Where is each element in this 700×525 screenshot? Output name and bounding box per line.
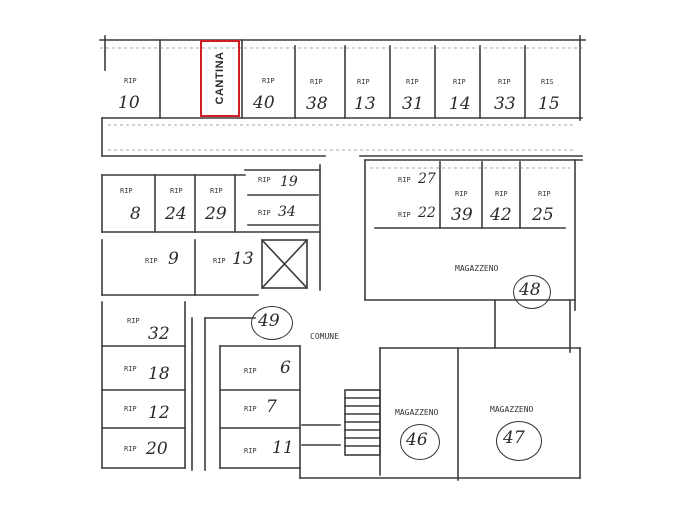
room-33-rip: RIP bbox=[498, 78, 511, 86]
room-27-number: 27 bbox=[418, 171, 436, 187]
room-48-number: 48 bbox=[519, 280, 541, 300]
room-29-number: 29 bbox=[205, 204, 227, 224]
room-22-rip: RIP bbox=[398, 211, 411, 219]
room-19-rip: RIP bbox=[258, 176, 271, 184]
room-20-number: 20 bbox=[146, 439, 168, 459]
comune-label: COMUNE bbox=[310, 332, 339, 341]
room-13a-rip: RIP bbox=[357, 78, 370, 86]
room-46-number: 46 bbox=[406, 430, 428, 450]
room-42-rip: RIP bbox=[495, 190, 508, 198]
room-40-number: 40 bbox=[253, 93, 275, 113]
room-24-number: 24 bbox=[165, 204, 187, 224]
room-7-rip: RIP bbox=[244, 405, 257, 413]
room-33-number: 33 bbox=[494, 94, 516, 114]
room-46-circle bbox=[400, 424, 440, 460]
room-14-number: 14 bbox=[449, 94, 471, 114]
room-14-rip: RIP bbox=[453, 78, 466, 86]
room-24-rip: RIP bbox=[170, 187, 183, 195]
room-25-number: 25 bbox=[532, 205, 554, 225]
room-32-number: 32 bbox=[148, 324, 170, 344]
room-13b-rip: RIP bbox=[213, 257, 226, 265]
room-42-number: 42 bbox=[490, 205, 512, 225]
room-8-number: 8 bbox=[130, 204, 141, 224]
room-49-number: 49 bbox=[258, 311, 280, 331]
room-6-number: 6 bbox=[280, 358, 291, 378]
magazzeno-48-label: MAGAZZENO bbox=[455, 264, 499, 273]
room-9-rip: RIP bbox=[145, 257, 158, 265]
room-31-rip: RIP bbox=[406, 78, 419, 86]
room-47-number: 47 bbox=[503, 428, 525, 448]
room-8-rip: RIP bbox=[120, 187, 133, 195]
room-32-rip: RIP bbox=[127, 317, 140, 325]
room-9-number: 9 bbox=[168, 249, 179, 269]
room-40-rip: RIP bbox=[262, 77, 275, 85]
room-25-rip: RIP bbox=[538, 190, 551, 198]
room-7-number: 7 bbox=[266, 397, 277, 417]
room-15-rip: RIS bbox=[541, 78, 554, 86]
room-19-number: 19 bbox=[280, 174, 298, 190]
room-48-circle bbox=[513, 275, 551, 309]
room-12-rip: RIP bbox=[124, 405, 137, 413]
room-10-number: 10 bbox=[118, 93, 140, 113]
room-38-number: 38 bbox=[306, 94, 328, 114]
room-11-number: 11 bbox=[272, 438, 294, 458]
room-38-rip: RIP bbox=[310, 78, 323, 86]
room-34-number: 34 bbox=[278, 204, 296, 220]
room-34-rip: RIP bbox=[258, 209, 271, 217]
room-31-number: 31 bbox=[402, 94, 424, 114]
magazzeno-46-label: MAGAZZENO bbox=[395, 408, 439, 417]
room-15-number: 15 bbox=[538, 94, 560, 114]
cantina-label: CANTINA bbox=[214, 51, 226, 105]
room-18-rip: RIP bbox=[124, 365, 137, 373]
room-10-rip: RIP bbox=[124, 77, 137, 85]
room-39-rip: RIP bbox=[455, 190, 468, 198]
room-29-rip: RIP bbox=[210, 187, 223, 195]
room-47-circle bbox=[496, 421, 542, 461]
room-6-rip: RIP bbox=[244, 367, 257, 375]
room-11-rip: RIP bbox=[244, 447, 257, 455]
room-18-number: 18 bbox=[148, 364, 170, 384]
room-13a-number: 13 bbox=[354, 94, 376, 114]
room-20-rip: RIP bbox=[124, 445, 137, 453]
room-22-number: 22 bbox=[418, 205, 436, 221]
room-13b-number: 13 bbox=[232, 249, 254, 269]
room-27-rip: RIP bbox=[398, 176, 411, 184]
room-39-number: 39 bbox=[451, 205, 473, 225]
magazzeno-47-label: MAGAZZENO bbox=[490, 405, 534, 414]
room-12-number: 12 bbox=[148, 403, 170, 423]
cantina-highlight-box bbox=[200, 40, 240, 117]
room-49-circle bbox=[251, 306, 293, 340]
